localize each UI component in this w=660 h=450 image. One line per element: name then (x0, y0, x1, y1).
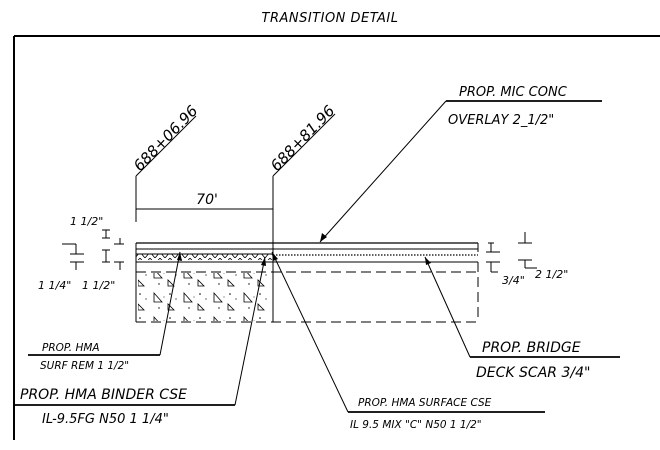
callout-mic-conc: PROP. MIC CONC OVERLAY 2_1/2" (319, 85, 602, 243)
right-total-thickness-label: 2 1/2" (535, 268, 568, 281)
callout-bridge-scar-line1: PROP. BRIDGE (482, 340, 581, 356)
hma-surface-layer (136, 253, 273, 260)
left-bottom-thickness-label-2: 1 1/2" (82, 279, 115, 292)
drawing-border (13, 35, 660, 440)
station-label-left: 688+06.96 (130, 102, 201, 175)
overlay-layer (136, 242, 479, 252)
callout-mic-conc-line2: OVERLAY 2_1/2" (448, 113, 554, 128)
callout-hma-surf-rem-line2: SURF REM 1 1/2" (40, 360, 129, 372)
callout-hma-surf-rem: PROP. HMA SURF REM 1 1/2" (28, 251, 182, 372)
callout-bridge-scar: PROP. BRIDGE DECK SCAR 3/4" (424, 256, 620, 381)
left-thickness-dimension (62, 229, 124, 270)
left-top-thickness-label: 1 1/2" (70, 215, 103, 228)
callout-bridge-scar-line2: DECK SCAR 3/4" (476, 365, 590, 381)
station-label-right: 688+81.96 (267, 102, 338, 175)
callout-hma-surface: PROP. HMA SURFACE CSE IL 9.5 MIX "C" N50… (271, 251, 545, 431)
callout-hma-surf-rem-line1: PROP. HMA (42, 342, 100, 354)
callout-hma-binder: PROP. HMA BINDER CSE IL-9.5FG N50 1 1/4" (14, 256, 266, 427)
bridge-deck-concrete (135, 243, 479, 323)
callout-hma-surface-line1: PROP. HMA SURFACE CSE (358, 397, 492, 409)
callout-hma-binder-line2: IL-9.5FG N50 1 1/4" (42, 412, 169, 427)
callout-mic-conc-line1: PROP. MIC CONC (459, 85, 568, 100)
detail-title: TRANSITION DETAIL (262, 11, 399, 26)
right-scar-thickness-label: 3/4" (502, 274, 525, 287)
callout-hma-binder-line1: PROP. HMA BINDER CSE (20, 387, 187, 403)
right-thickness-dimension (486, 232, 537, 273)
callout-hma-surface-line2: IL 9.5 MIX "C" N50 1 1/2" (350, 419, 482, 431)
left-bottom-thickness-label-1: 1 1/4" (38, 279, 71, 292)
length-dimension-label: 70' (196, 192, 218, 208)
